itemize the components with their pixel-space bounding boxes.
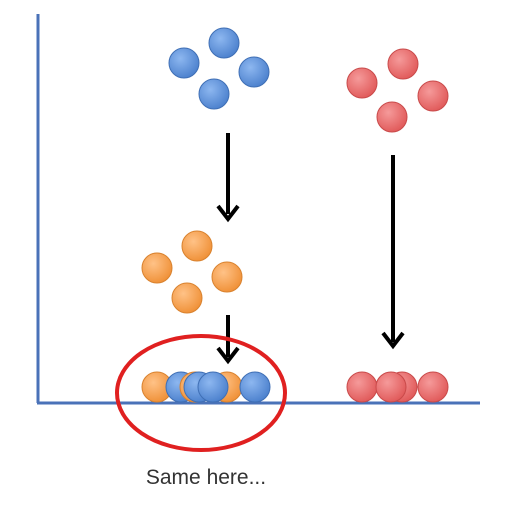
arrow-blue-to-orange [216,133,240,223]
red-cluster-top [346,48,449,133]
blue-cluster-top [168,27,270,110]
orange-particle [141,252,173,284]
highlight-ellipse [115,334,287,452]
collapsed-blue-orange-row [141,371,271,403]
arrow-red-to-bottom [381,155,405,350]
caption-text: Same here... [145,466,267,489]
red-particle [346,67,378,99]
red-particle [375,371,407,403]
red-particle [417,80,449,112]
collapsed-red-row [346,371,449,403]
blue-particle [168,47,200,79]
orange-particle [211,261,243,293]
red-particle [376,101,408,133]
blue-particle [239,371,271,403]
red-particle [346,371,378,403]
blue-particle [198,78,230,110]
blue-particle [208,27,240,59]
red-particle [417,371,449,403]
orange-particle [171,282,203,314]
arrow-orange-to-bottom [216,315,240,365]
blue-particle [238,56,270,88]
blue-particle [197,371,229,403]
orange-particle [181,230,213,262]
red-particle [387,48,419,80]
orange-cluster-middle [141,230,243,314]
